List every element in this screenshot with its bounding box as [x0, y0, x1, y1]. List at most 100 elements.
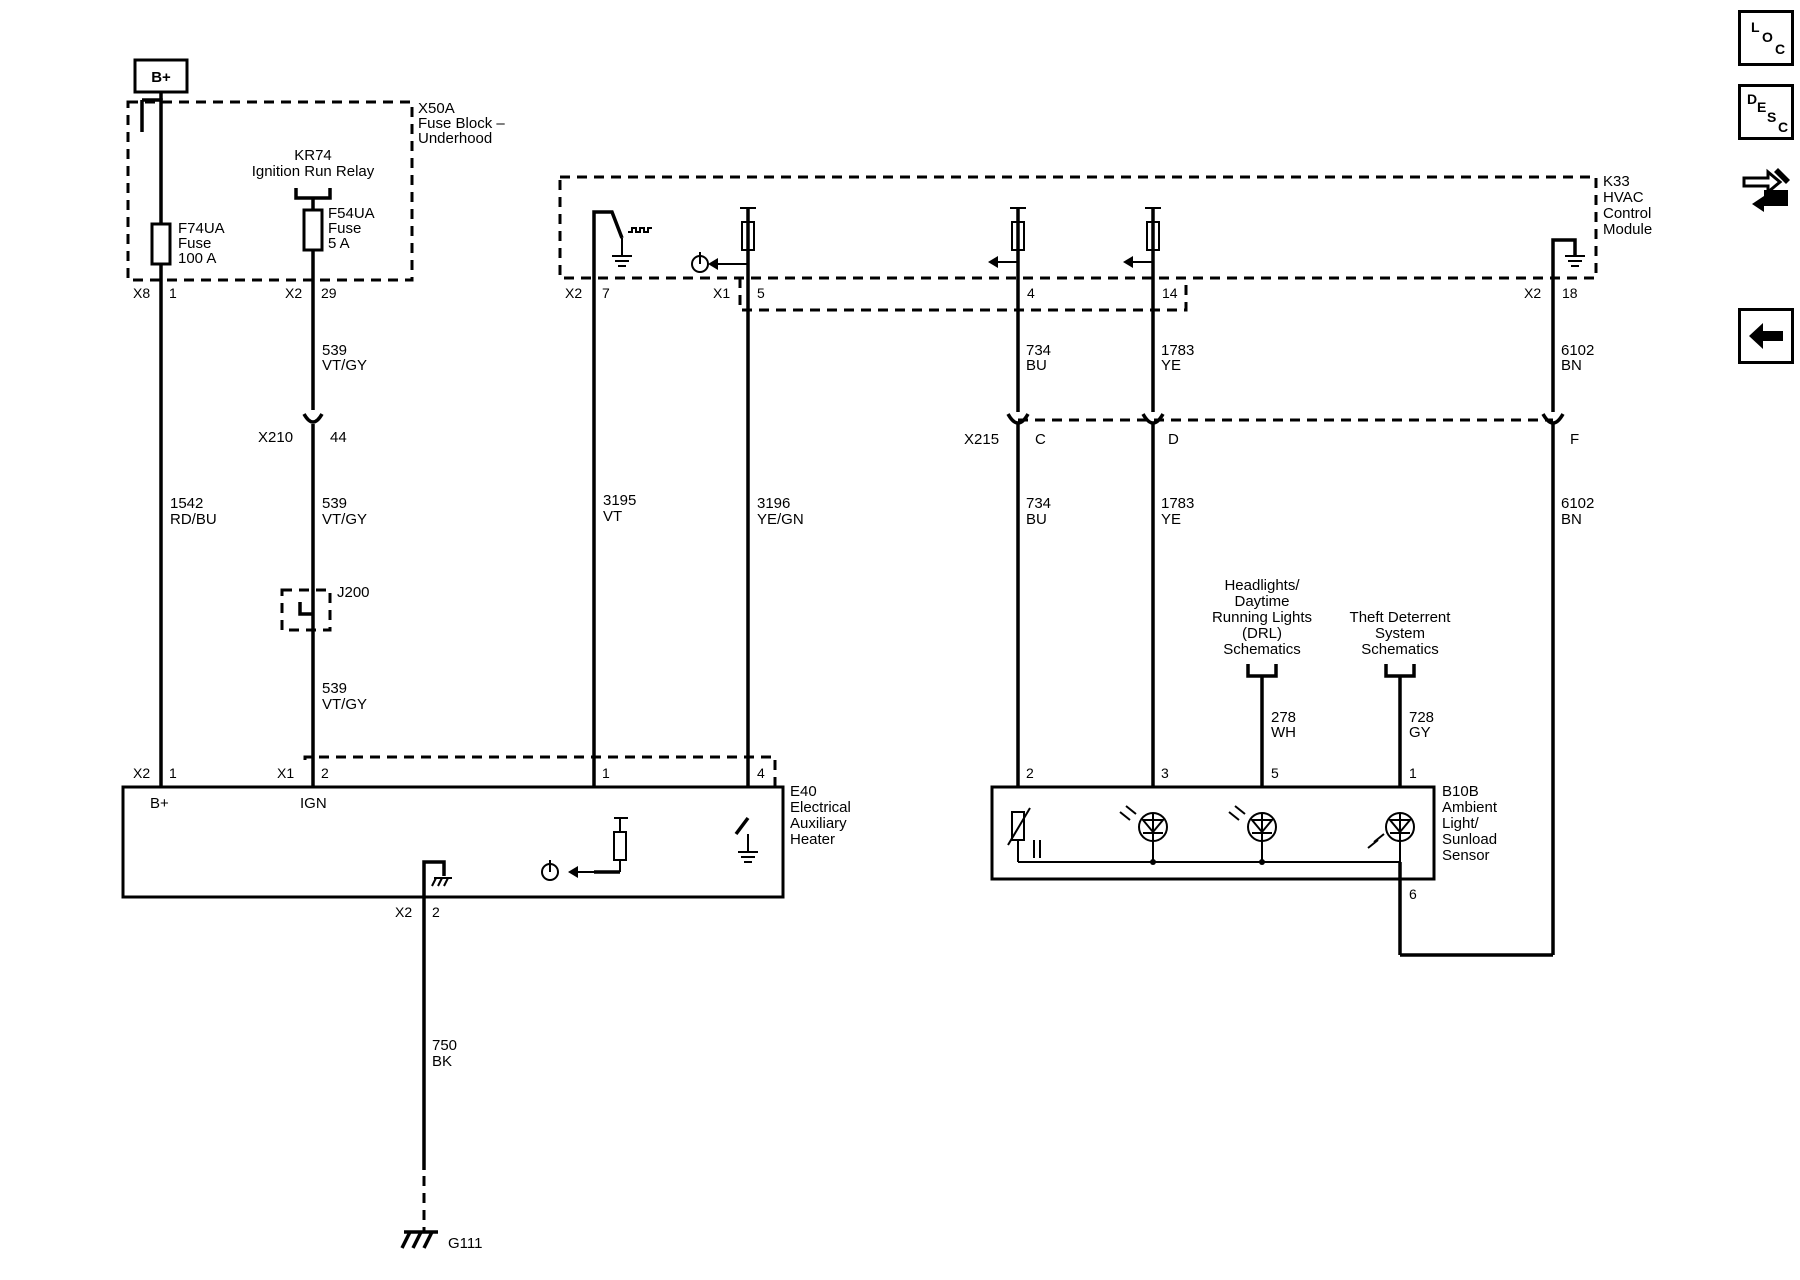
heater-id: E40	[790, 783, 817, 800]
wire-728-number: 728	[1409, 709, 1434, 726]
sensor-pin-3: 3	[1161, 765, 1169, 781]
j200-label: J200	[337, 584, 370, 601]
hvac-pin7-conn: X2	[565, 285, 582, 301]
heater-bplus-label: B+	[150, 795, 169, 812]
x215-pin-c: C	[1035, 431, 1046, 448]
wire-539c-number: 539	[322, 680, 347, 697]
bplus-source: B+	[133, 58, 189, 100]
heater-gnd-pin: 2	[432, 904, 440, 920]
sensor-pin-2: 2	[1026, 765, 1034, 781]
x210-pin: 44	[330, 429, 347, 446]
photodiode-1	[1119, 805, 1168, 862]
theft-ref-1: Theft Deterrent	[1350, 609, 1452, 626]
hvac-module-name-3: Module	[1603, 221, 1652, 238]
wire-1783a-color: YE	[1161, 357, 1181, 374]
wire-734b-number: 734	[1026, 495, 1051, 512]
sensor-id: B10B	[1442, 783, 1479, 800]
wire-1783b-number: 1783	[1161, 495, 1194, 512]
wire-734b-color: BU	[1026, 511, 1047, 528]
wire-728-color: GY	[1409, 724, 1431, 741]
heater-pin-1: 1	[169, 765, 177, 781]
f74-fuse-id: F74UA	[178, 220, 225, 237]
fuse-block-pin-left: 1	[169, 285, 177, 301]
drl-schematics-ref: Headlights/ Daytime Running Lights (DRL)…	[1212, 577, 1312, 787]
wire-539c-color: VT/GY	[322, 696, 367, 713]
sensor-pin-6: 6	[1409, 886, 1417, 902]
drl-ref-1: Headlights/	[1224, 577, 1300, 594]
wire-734: 734 BU 734 BU	[1016, 278, 1051, 787]
f54-fuse-id: F54UA	[328, 205, 375, 222]
connector-x215: X215 C D F	[964, 413, 1579, 448]
wire-1542-color: RD/BU	[170, 511, 217, 528]
description-button[interactable]: D E S C	[1738, 84, 1794, 140]
ambient-light-sensor-b10b: B10B Ambient Light/ Sunload Sensor 2 3 5…	[990, 765, 1498, 955]
wire-6102a-color: BN	[1561, 357, 1582, 374]
wire-1542-number: 1542	[170, 495, 203, 512]
wire-539b-number: 539	[322, 495, 347, 512]
wire-3195: 3195 VT	[592, 278, 636, 787]
sensor-name-1: Ambient	[1442, 799, 1498, 816]
ground-g111-label: G111	[448, 1235, 482, 1252]
heater-ign-label: IGN	[300, 795, 327, 812]
heater-pin1-conn: X2	[133, 765, 150, 781]
theft-ref-3: Schematics	[1361, 641, 1439, 658]
connector-tool-button[interactable]	[1738, 160, 1794, 216]
heater-pin-2: 2	[321, 765, 329, 781]
fuse-block-x50a: X50A Fuse Block – Underhood F74UA Fuse 1…	[126, 98, 505, 301]
wire-734a-color: BU	[1026, 357, 1047, 374]
f54-fuse-type: Fuse	[328, 220, 361, 237]
photodiode-3	[1367, 812, 1415, 862]
heater-pin2-conn: X1	[277, 765, 294, 781]
hvac-pin-14: 14	[1162, 285, 1178, 301]
x215-pin-d: D	[1168, 431, 1179, 448]
wire-1783: 1783 YE 1783 YE	[1151, 278, 1194, 787]
sensor-name-2: Light/	[1442, 815, 1480, 832]
relay-id: KR74	[294, 147, 332, 164]
theft-deterrent-ref: Theft Deterrent System Schematics 728 GY	[1350, 609, 1452, 787]
wire-734a-number: 734	[1026, 342, 1051, 359]
hvac-control-module-k33: K33 HVAC Control Module	[558, 173, 1652, 312]
back-button[interactable]	[1738, 308, 1794, 364]
hvac-pin5-conn: X1	[713, 285, 730, 301]
heater-pin-4: 4	[757, 765, 765, 781]
wire-6102: 6102 BN 6102 BN	[1400, 278, 1594, 957]
x215-pin-f: F	[1570, 431, 1579, 448]
fuse-block-name-2: Underhood	[418, 130, 492, 147]
connector-tool-icon	[1742, 168, 1790, 212]
fuse-block-pin-conn-right: X2	[285, 285, 302, 301]
wire-6102b-number: 6102	[1561, 495, 1594, 512]
hvac-pin-4: 4	[1027, 285, 1035, 301]
sensor-name-3: Sunload	[1442, 831, 1497, 848]
hvac-pin-5: 5	[757, 285, 765, 301]
drl-ref-2: Daytime	[1234, 593, 1289, 610]
heater-name-3: Heater	[790, 831, 835, 848]
drl-ref-4: (DRL)	[1242, 625, 1282, 642]
wire-3196-number: 3196	[757, 495, 790, 512]
wire-278-number: 278	[1271, 709, 1296, 726]
back-arrow-icon	[1749, 323, 1783, 349]
wire-750-number: 750	[432, 1037, 457, 1054]
heater-gnd-conn: X2	[395, 904, 412, 920]
location-button[interactable]: L O C	[1738, 10, 1794, 66]
wire-3195-color: VT	[603, 508, 622, 525]
electrical-auxiliary-heater-e40: E40 Electrical Auxiliary Heater X2 1 X1 …	[121, 755, 851, 920]
relay-name: Ignition Run Relay	[252, 163, 375, 180]
wire-750: 750 BK	[422, 897, 457, 1232]
heater-name-1: Electrical	[790, 799, 851, 816]
wire-539a-number: 539	[322, 342, 347, 359]
sensor-pin-1: 1	[1409, 765, 1417, 781]
hvac-pin-7: 7	[602, 285, 610, 301]
wire-1542: 1542 RD/BU	[159, 280, 217, 787]
wire-278-color: WH	[1271, 724, 1296, 741]
fuse-block-pin-right: 29	[321, 285, 337, 301]
wire-1783b-color: YE	[1161, 511, 1181, 528]
sensor-pin-5: 5	[1271, 765, 1279, 781]
drl-ref-5: Schematics	[1223, 641, 1301, 658]
hvac-module-name-2: Control	[1603, 205, 1651, 222]
fuse-block-id: X50A	[418, 100, 455, 117]
theft-ref-2: System	[1375, 625, 1425, 642]
wire-539: 539 VT/GY X210 44 539 VT/GY J200 539 VT/…	[258, 280, 370, 787]
heater-pin-1b: 1	[602, 765, 610, 781]
hvac-module-id: K33	[1603, 173, 1630, 190]
